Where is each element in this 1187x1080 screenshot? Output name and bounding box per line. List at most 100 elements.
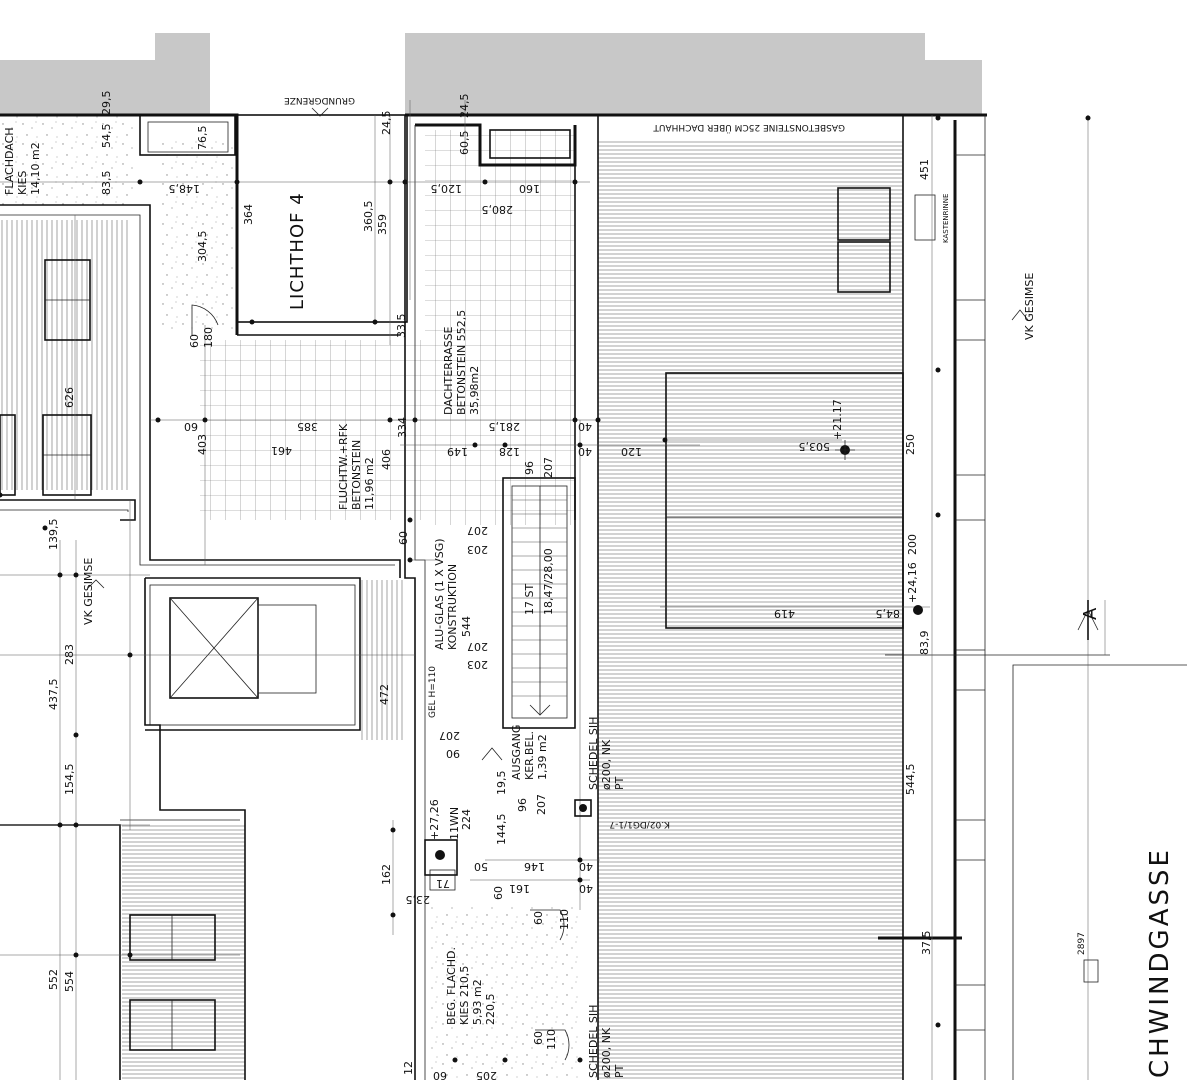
dim: 60 bbox=[492, 886, 505, 900]
dim: 203 bbox=[467, 543, 488, 556]
wn-label: 11WN bbox=[448, 807, 461, 840]
elev-2897: 2897 bbox=[1077, 932, 1087, 955]
dim: 162 bbox=[380, 864, 393, 885]
schedel-2-line1: SCHEDEL SIH bbox=[587, 1005, 600, 1078]
dim: 280,5 bbox=[482, 203, 514, 216]
dim: 96 bbox=[523, 461, 536, 475]
dim: 207 bbox=[542, 457, 555, 478]
dim: 626 bbox=[63, 387, 76, 408]
dim: 544 bbox=[460, 616, 473, 637]
level-24-16: +24,16 bbox=[906, 562, 919, 603]
roof-hatching bbox=[0, 115, 903, 1080]
dim: 544,5 bbox=[904, 764, 917, 796]
neighbour-buildings bbox=[0, 33, 982, 115]
dim: 40 bbox=[579, 882, 593, 895]
dim: 281,5 bbox=[489, 420, 521, 433]
dim: 403 bbox=[196, 434, 209, 455]
dim: 304,5 bbox=[196, 231, 209, 263]
dim: 554 bbox=[63, 971, 76, 992]
dachterrasse-line1: DACHTERRASSE bbox=[442, 326, 455, 415]
dim: 180 bbox=[202, 327, 215, 348]
dim: 207 bbox=[535, 794, 548, 815]
grundgrenze-label: GRUNDGRENZE bbox=[284, 95, 355, 105]
dim: 472 bbox=[378, 684, 391, 705]
dim: 50 bbox=[474, 860, 488, 873]
dim: 552 bbox=[47, 969, 60, 990]
flachdach-line2: KIES bbox=[16, 171, 29, 195]
dim: 19,5 bbox=[495, 771, 508, 796]
kdg-label: K.02/DG1/1-7 bbox=[609, 819, 670, 829]
dim: 207 bbox=[467, 640, 488, 653]
schedel-1-line2: ø200, NK bbox=[600, 739, 613, 790]
schedel-1-line3: PT bbox=[613, 776, 626, 790]
dimension-labels: 54,5 29,5 76,5 24,5 24,5 60,5 83,5 148,5… bbox=[47, 91, 933, 1080]
aluglas-line1: ALU-GLAS (1 X VSG) bbox=[433, 538, 446, 650]
dim: 207 bbox=[467, 524, 488, 537]
flachdach-line3: 14,10 m2 bbox=[29, 142, 42, 195]
schedel-2-line2: ø200, NK bbox=[600, 1027, 613, 1078]
ausgang-line1: AUSGANG bbox=[510, 725, 523, 780]
kastenrinne-label: KASTENRINNE bbox=[942, 194, 950, 243]
dim: 503,5 bbox=[799, 440, 831, 453]
room-labels: LICHTHOF 4 GRUNDGRENZE GASBETONSTEINE 25… bbox=[3, 95, 1175, 1078]
dachterrasse-line2: BETONSTEIN 552,5 bbox=[455, 310, 468, 415]
dim: 12 bbox=[402, 1061, 415, 1075]
flachdach-line1: FLACHDACH bbox=[3, 127, 16, 195]
dim: 419 bbox=[774, 607, 795, 620]
dim: 71 bbox=[436, 877, 450, 890]
section-a-label: A bbox=[1080, 607, 1101, 620]
ausgang-line3: 1,39 m2 bbox=[536, 734, 549, 780]
dim: 385 bbox=[297, 420, 318, 433]
dim: 90 bbox=[446, 747, 460, 760]
dim: 60 bbox=[184, 420, 198, 433]
dim: 60,5 bbox=[458, 131, 471, 156]
ausgang-line2: KER.BEL. bbox=[523, 731, 536, 780]
dim: 96 bbox=[516, 798, 529, 812]
dim: 149 bbox=[447, 445, 468, 458]
level-27-26: +27,26 bbox=[428, 799, 441, 840]
dim: 24,5 bbox=[458, 94, 471, 119]
dim: 110 bbox=[545, 1029, 558, 1050]
stair-line2: 18,47/28,00 bbox=[542, 548, 555, 615]
dim: 29,5 bbox=[100, 91, 113, 116]
dim: 437,5 bbox=[47, 679, 60, 711]
fluchtw-line3: 11,96 m2 bbox=[363, 457, 376, 510]
dim: 451 bbox=[918, 159, 931, 180]
fluchtw-line2: BETONSTEIN bbox=[350, 440, 363, 510]
schedel-2-line3: PT bbox=[613, 1064, 626, 1078]
stair-line1: 17 ST bbox=[523, 584, 536, 615]
beg-line2: KIES 210,5 bbox=[458, 966, 471, 1025]
dim: 139,5 bbox=[47, 519, 60, 551]
dim: 84,5 bbox=[876, 607, 901, 620]
dim: 60 bbox=[188, 334, 201, 348]
dim: 60 bbox=[397, 531, 410, 545]
dim: 40 bbox=[578, 445, 592, 458]
dim: 110 bbox=[558, 909, 571, 930]
level-markers bbox=[424, 440, 923, 891]
dim: 205 bbox=[476, 1069, 497, 1080]
dimension-nodes bbox=[0, 115, 1091, 1063]
dim: 334 bbox=[396, 417, 409, 438]
dim: 54,5 bbox=[100, 124, 113, 149]
street-name: CHWINDGASSE bbox=[1145, 847, 1175, 1078]
beg-line1: BEG. FLACHD. bbox=[445, 947, 458, 1025]
dim: 203 bbox=[467, 658, 488, 671]
dim: 406 bbox=[380, 449, 393, 470]
fluchtw-line1: FLUCHTW.+RFK bbox=[337, 423, 350, 510]
dim: 146 bbox=[524, 860, 545, 873]
dim: 148,5 bbox=[169, 182, 201, 195]
level-21-17: +21.17 bbox=[831, 399, 844, 440]
dim: 144,5 bbox=[495, 814, 508, 846]
dim: 40 bbox=[578, 420, 592, 433]
dim: 120 bbox=[621, 445, 642, 458]
dim: 83,9 bbox=[918, 631, 931, 656]
dim: 224 bbox=[460, 809, 473, 830]
dim: 60 bbox=[532, 1031, 545, 1045]
beg-line3: 5,93 m2 bbox=[471, 979, 484, 1025]
dim: 160 bbox=[519, 182, 540, 195]
dim: 24,5 bbox=[380, 111, 393, 136]
dim: 76,5 bbox=[196, 126, 209, 151]
beg-line4: 220,5 bbox=[484, 994, 497, 1026]
dim: 128 bbox=[499, 445, 520, 458]
aluglas-line2: KONSTRUKTION bbox=[446, 564, 459, 650]
